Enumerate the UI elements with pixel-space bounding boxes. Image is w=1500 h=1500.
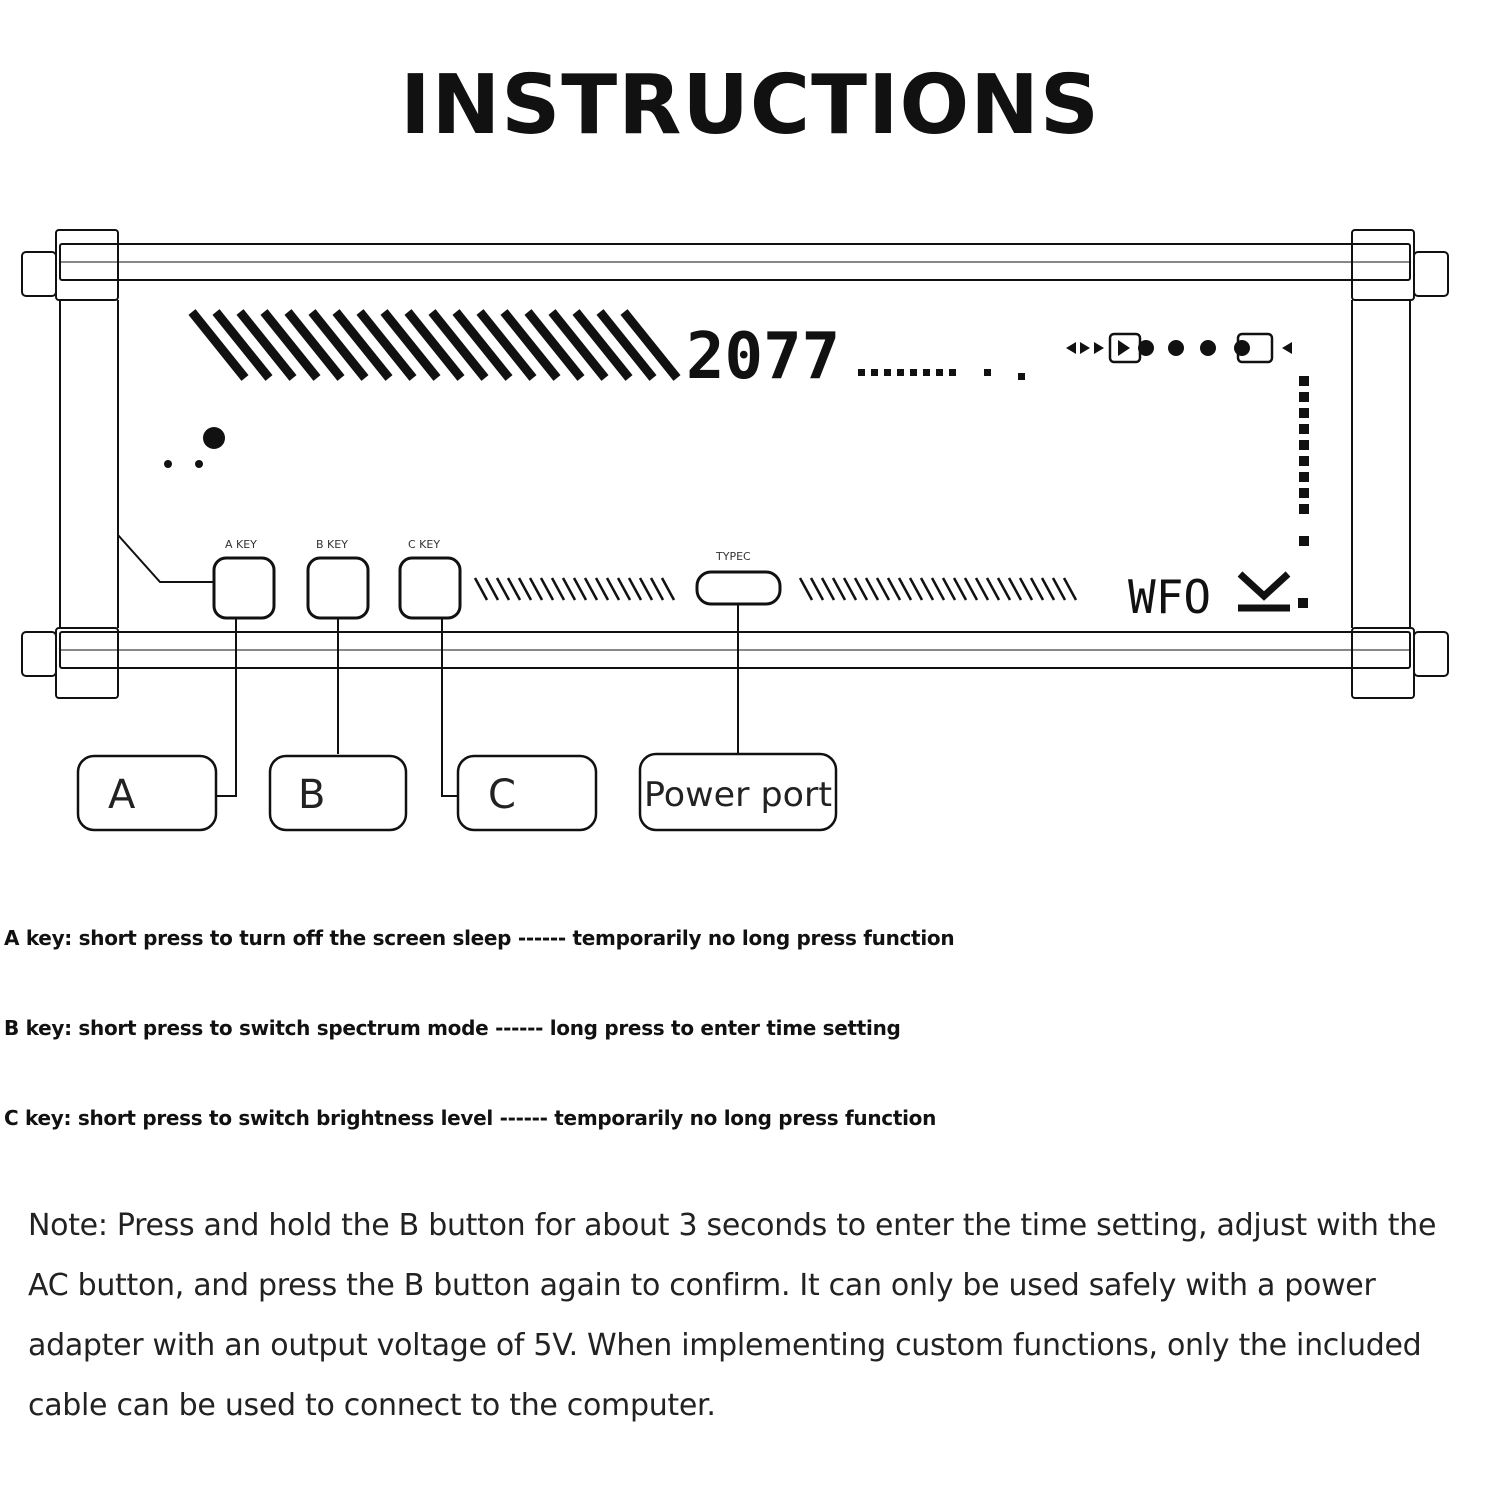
small-slashes-right <box>798 577 1078 601</box>
callout-c-box <box>456 754 598 832</box>
display-code: 2077 <box>686 320 840 394</box>
brand-logo: WFO <box>1128 570 1211 624</box>
leader-a <box>216 618 237 797</box>
status-symbols <box>1066 332 1292 364</box>
note-text: Note: Press and hold the B button for ab… <box>28 1208 1437 1423</box>
b-key-description: B key: short press to switch spectrum mo… <box>4 1016 901 1040</box>
small-slashes-left <box>473 577 676 601</box>
b-key-label: B KEY <box>316 538 348 551</box>
c-key-button <box>398 556 462 620</box>
b-key-button <box>306 556 370 620</box>
callout-power-box <box>638 752 838 832</box>
a-key-description: A key: short press to turn off the scree… <box>4 926 955 950</box>
left-top-cap <box>55 229 119 301</box>
decor-dots <box>164 427 225 468</box>
a-key-button <box>212 556 276 620</box>
typec-label: TYPEC <box>715 550 751 563</box>
brand-mark <box>1237 571 1308 612</box>
callout-a-box <box>76 754 218 832</box>
vertical-dashes <box>1299 376 1309 546</box>
dot-trail <box>858 369 1025 380</box>
callout-power: Power port <box>644 775 832 815</box>
key-functions: A key: short press to turn off the scree… <box>4 910 1500 1180</box>
c-key-label: C KEY <box>408 538 440 551</box>
right-top-cap <box>1351 229 1415 301</box>
a-key-label: A KEY <box>225 538 257 551</box>
leader-c <box>441 618 458 797</box>
slash-pattern <box>188 309 681 381</box>
callout-b-box <box>268 754 408 832</box>
device-diagram: 2077 <box>21 229 1449 832</box>
c-key-description: C key: short press to switch brightness … <box>4 1106 937 1130</box>
right-bottom-cap <box>1351 627 1415 699</box>
page-title: INSTRUCTIONS <box>400 58 1100 153</box>
left-bottom-cap <box>55 627 119 699</box>
callout-c: C <box>488 772 516 818</box>
callout-b: B <box>298 772 325 818</box>
typec-port <box>695 570 782 606</box>
callout-a: A <box>108 772 136 818</box>
